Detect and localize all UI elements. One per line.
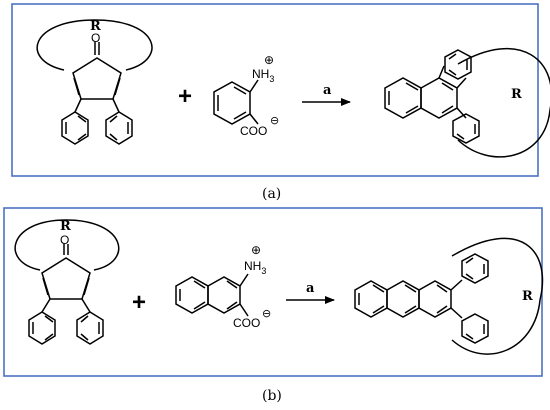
amine-group-b: NH3: [244, 259, 266, 276]
product-macrocycle-label-a: R: [511, 87, 522, 102]
negative-charge-b: ⊖: [262, 308, 271, 320]
positive-charge-b: ⊕: [251, 243, 261, 257]
ketone-oxygen-a: O: [91, 31, 100, 45]
anthranilate-reactant: [213, 79, 259, 125]
carboxylate-group-a: COO: [240, 124, 267, 138]
ketone-oxygen-b: O: [60, 233, 69, 247]
panel-b-scheme: R O + NH3 ⊕ COO ⊖ a: [14, 219, 544, 355]
plus-sign-a: +: [178, 83, 192, 110]
carboxylate-group-b: COO: [233, 316, 260, 330]
macrocycle-label-b: R: [60, 219, 71, 234]
caption-b: (b): [262, 388, 282, 404]
product-macrocycle-label-b: R: [522, 289, 533, 304]
anthracene-product: [354, 237, 544, 355]
cyclopentadienone-reactant-a: [36, 19, 153, 145]
reagent-label-a: a: [323, 83, 332, 98]
macrocycle-label-a: R: [90, 19, 101, 34]
reagent-label-b: a: [306, 281, 315, 296]
naphthalene-product: [384, 47, 550, 158]
panel-a-frame: [11, 3, 539, 177]
aminonaphthoate-reactant: [175, 273, 249, 317]
plus-sign-b: +: [132, 289, 146, 316]
negative-charge-a: ⊖: [270, 115, 279, 127]
positive-charge-a: ⊕: [264, 53, 274, 67]
caption-a: (a): [262, 186, 281, 202]
cyclopentadienone-reactant-b: [14, 219, 120, 345]
amine-group-a: NH3: [252, 67, 274, 84]
panel-a-scheme: R O + NH3 ⊕ COO ⊖ a: [36, 19, 550, 158]
